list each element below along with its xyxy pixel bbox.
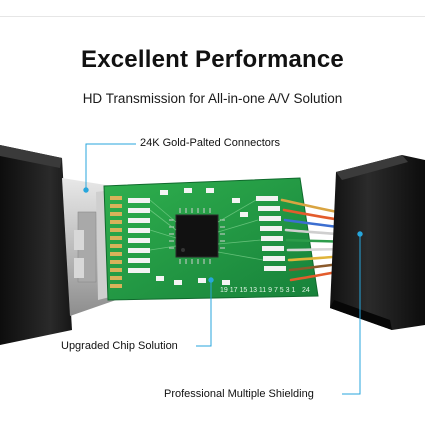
callout-chip: Upgraded Chip Solution xyxy=(61,340,178,352)
pads-left xyxy=(128,198,150,273)
callout-shielding: Professional Multiple Shielding xyxy=(164,388,314,400)
silkscreen-number: 24 xyxy=(302,287,310,294)
smd-components xyxy=(156,188,248,285)
subheadline: HD Transmission for All-in-one A/V Solut… xyxy=(82,91,343,106)
top-divider xyxy=(0,16,425,17)
chip xyxy=(169,208,225,264)
callout-connectors: 24K Gold-Palted Connectors xyxy=(140,137,281,149)
silkscreen-text: 19 17 15 13 11 9 7 5 3 1 xyxy=(220,287,295,294)
left-housing xyxy=(0,145,72,345)
pcb-traces xyxy=(149,199,264,261)
right-housing xyxy=(330,155,425,330)
pcb-board: 19 17 15 13 11 9 7 5 3 1 24 xyxy=(103,177,319,301)
headline: Excellent Performance xyxy=(81,46,344,73)
pads-right xyxy=(256,196,286,271)
gold-fingers-left xyxy=(110,196,122,288)
callout-lines xyxy=(83,143,363,395)
